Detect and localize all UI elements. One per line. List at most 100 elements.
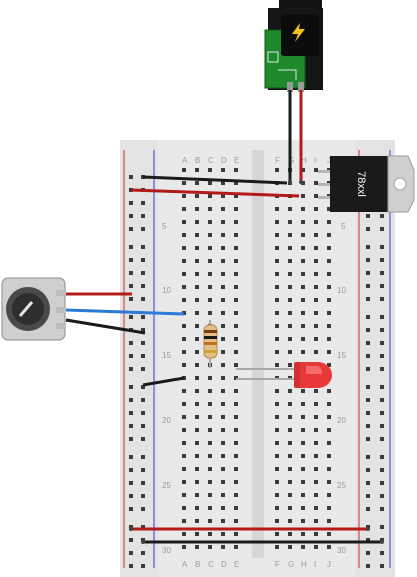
hole-left bbox=[208, 181, 212, 185]
hole-left bbox=[208, 259, 212, 263]
hole-left bbox=[182, 337, 186, 341]
hole-left bbox=[182, 506, 186, 510]
hole-left bbox=[208, 220, 212, 224]
hole-left bbox=[208, 532, 212, 536]
row-number-20-right: 20 bbox=[337, 416, 346, 425]
hole-rail bbox=[141, 315, 145, 319]
hole-right bbox=[301, 506, 305, 510]
hole-right bbox=[288, 350, 292, 354]
hole-rail bbox=[380, 214, 384, 218]
hole-left bbox=[208, 545, 212, 549]
hole-rail bbox=[141, 437, 145, 441]
hole-left bbox=[234, 298, 238, 302]
led-icon bbox=[236, 362, 332, 388]
hole-left bbox=[221, 233, 225, 237]
hole-left bbox=[221, 324, 225, 328]
hole-left bbox=[208, 376, 212, 380]
hole-right bbox=[275, 363, 279, 367]
hole-rail bbox=[366, 214, 370, 218]
hole-rail bbox=[366, 258, 370, 262]
hole-right bbox=[275, 545, 279, 549]
hole-left bbox=[182, 350, 186, 354]
hole-left bbox=[182, 246, 186, 250]
hole-left bbox=[234, 311, 238, 315]
hole-right bbox=[288, 532, 292, 536]
hole-left bbox=[208, 402, 212, 406]
hole-rail bbox=[366, 424, 370, 428]
hole-left bbox=[195, 441, 199, 445]
hole-right bbox=[288, 467, 292, 471]
hole-right bbox=[314, 493, 318, 497]
hole-right bbox=[301, 298, 305, 302]
voltage-regulator-icon: 78xxl bbox=[318, 155, 415, 213]
hole-right bbox=[275, 220, 279, 224]
hole-left bbox=[182, 168, 186, 172]
hole-rail bbox=[129, 354, 133, 358]
hole-left bbox=[208, 467, 212, 471]
hole-right bbox=[275, 506, 279, 510]
hole-left bbox=[182, 285, 186, 289]
hole-right bbox=[314, 324, 318, 328]
hole-left bbox=[195, 415, 199, 419]
hole-left bbox=[221, 298, 225, 302]
hole-left bbox=[234, 285, 238, 289]
col-letter-d-top: D bbox=[221, 156, 227, 165]
hole-right bbox=[327, 220, 331, 224]
hole-left bbox=[221, 246, 225, 250]
hole-left bbox=[234, 272, 238, 276]
hole-right bbox=[275, 246, 279, 250]
hole-left bbox=[195, 168, 199, 172]
hole-left bbox=[208, 207, 212, 211]
hole-rail bbox=[380, 398, 384, 402]
hole-left bbox=[182, 545, 186, 549]
hole-left bbox=[195, 350, 199, 354]
hole-right bbox=[314, 350, 318, 354]
hole-right bbox=[301, 441, 305, 445]
hole-left bbox=[234, 220, 238, 224]
hole-right bbox=[288, 519, 292, 523]
hole-right bbox=[327, 454, 331, 458]
hole-rail bbox=[141, 271, 145, 275]
hole-right bbox=[314, 207, 318, 211]
row-numbers: 5 10 15 20 25 30 5 10 15 20 25 30 bbox=[162, 222, 346, 555]
hole-right bbox=[275, 428, 279, 432]
hole-left bbox=[208, 311, 212, 315]
hole-right bbox=[301, 545, 305, 549]
hole-left bbox=[208, 233, 212, 237]
row-number-20-left: 20 bbox=[162, 416, 171, 425]
hole-right bbox=[275, 311, 279, 315]
hole-rail bbox=[380, 468, 384, 472]
hole-rail bbox=[380, 564, 384, 568]
hole-left bbox=[234, 467, 238, 471]
hole-right bbox=[275, 402, 279, 406]
hole-right bbox=[314, 220, 318, 224]
right-power-rail bbox=[355, 140, 395, 577]
hole-rail bbox=[366, 481, 370, 485]
hole-rail bbox=[380, 367, 384, 371]
hole-left bbox=[182, 402, 186, 406]
hole-rail bbox=[129, 398, 133, 402]
hole-left bbox=[208, 493, 212, 497]
hole-left bbox=[182, 480, 186, 484]
hole-right bbox=[327, 389, 331, 393]
power-jack-icon bbox=[264, 0, 323, 92]
hole-rail bbox=[129, 258, 133, 262]
hole-left bbox=[221, 532, 225, 536]
hole-right bbox=[327, 272, 331, 276]
col-letter-j-top: J bbox=[327, 156, 331, 165]
col-letter-h-bottom: H bbox=[301, 560, 307, 569]
hole-rail bbox=[129, 437, 133, 441]
hole-left bbox=[234, 194, 238, 198]
hole-right bbox=[301, 350, 305, 354]
hole-left bbox=[195, 324, 199, 328]
hole-rail bbox=[141, 551, 145, 555]
hole-left bbox=[182, 207, 186, 211]
top-red-wire bbox=[130, 188, 300, 198]
hole-left bbox=[208, 246, 212, 250]
hole-right bbox=[288, 454, 292, 458]
hole-left bbox=[208, 506, 212, 510]
hole-rail bbox=[366, 227, 370, 231]
hole-right bbox=[301, 246, 305, 250]
hole-left bbox=[221, 272, 225, 276]
